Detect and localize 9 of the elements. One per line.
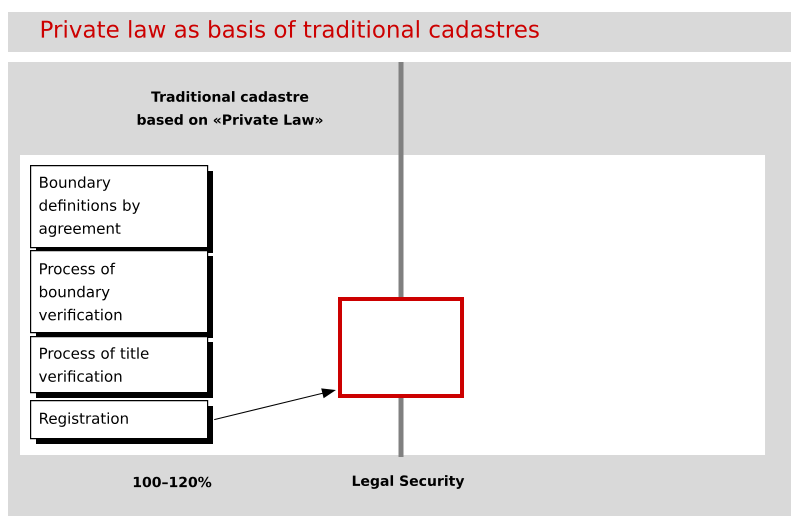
- column-heading: Traditional cadastre based on «Private Law»: [138, 91, 322, 125]
- axis-label: Legal Security: [352, 475, 464, 489]
- process-box: Registration: [30, 400, 213, 444]
- axis-label: 100–120%: [134, 476, 212, 488]
- target-box: [338, 297, 464, 398]
- process-box: Process of title verification: [30, 336, 213, 398]
- process-box: Boundary definitions by agreement: [30, 165, 213, 253]
- process-box: Process of boundary verification: [30, 250, 213, 338]
- title-band: Private law as basis of traditional cadastres: [8, 12, 791, 52]
